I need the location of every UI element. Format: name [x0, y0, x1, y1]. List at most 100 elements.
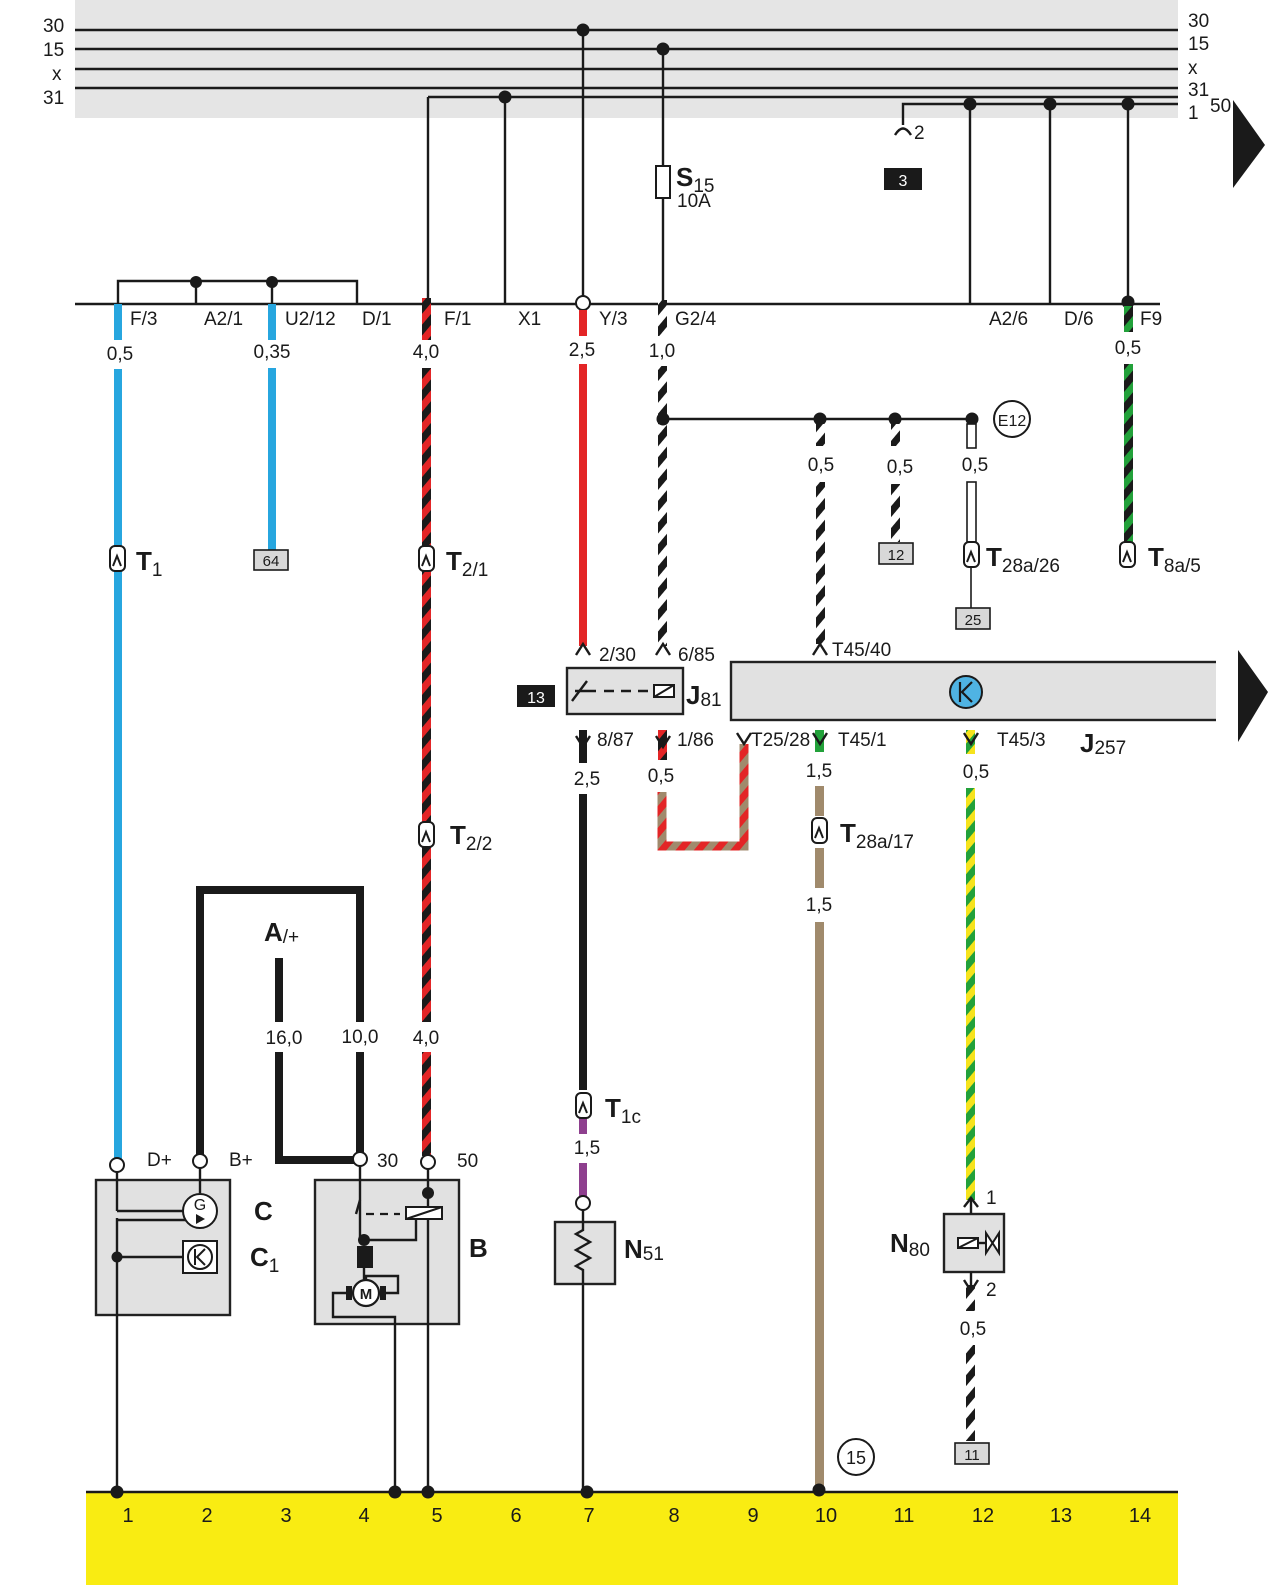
column-3: 3: [280, 1505, 291, 1527]
connector-t28a26: T28a/26: [963, 541, 1060, 577]
bus-label-15: 15: [43, 40, 64, 61]
pin-u212: U2/12: [285, 309, 336, 330]
cu-pin-t4540: T45/40: [832, 640, 891, 661]
bus-label-right-50: 50: [1210, 96, 1231, 117]
size-w7c: 1,5: [574, 1138, 600, 1159]
size-w7b: 2,5: [574, 769, 600, 790]
size-w4b: 10,0: [342, 1027, 379, 1048]
marker-box-13: [517, 685, 555, 707]
starter-b: M: [313, 1151, 461, 1492]
wire-violet-col7: [579, 1163, 587, 1197]
wire-blue-col3: [268, 368, 276, 550]
svg-text:T8a/5: T8a/5: [1148, 542, 1201, 577]
wire-blackwhite-r12: [891, 484, 900, 542]
wire-greenblack-col14: [1124, 364, 1133, 542]
control-unit-j257: J257: [729, 641, 1268, 759]
pin-d1: D/1: [362, 309, 392, 330]
column-13: 13: [1050, 1505, 1072, 1527]
cu-pin-t453: T45/3: [997, 730, 1046, 751]
bus-label-right-31: 31: [1188, 80, 1209, 101]
size-w7a: 2,5: [569, 340, 595, 361]
size-e12a: 0,5: [808, 455, 834, 476]
svg-text:25: 25: [965, 612, 982, 629]
pin-x1: X1: [518, 309, 541, 330]
cu-pin-t2528: T25/28: [751, 730, 810, 751]
size-w5b: 4,0: [413, 1028, 439, 1049]
wire-redbrown-loop: [657, 744, 749, 851]
wire-blackwhite-t4540: [816, 482, 825, 644]
wire-blue-col1: [114, 369, 122, 1159]
svg-text:T2/1: T2/1: [446, 546, 488, 581]
fuse-label: S15: [676, 162, 714, 197]
size-w12b: 0,5: [960, 1319, 986, 1340]
svg-text:15: 15: [846, 1448, 866, 1468]
bus-lines: [75, 28, 1178, 106]
wire-red-col7: [579, 364, 587, 646]
connector-t28a17: T28a/17: [811, 817, 914, 853]
connector-t1: T1: [109, 545, 162, 581]
size-w10a: 1,5: [806, 761, 832, 782]
pin-a21: A2/1: [204, 309, 243, 330]
svg-text:G: G: [194, 1197, 206, 1214]
relay-pin-887: 8/87: [597, 730, 634, 751]
ref-box-11: 11: [954, 1442, 990, 1465]
svg-text:M: M: [360, 1286, 373, 1303]
connector-t8a5: T8a/5: [1119, 541, 1201, 577]
column-2: 2: [201, 1505, 212, 1527]
svg-text:T2/2: T2/2: [450, 820, 492, 855]
connector-t21: T2/1: [418, 545, 488, 581]
wire-redblack-col5: [422, 368, 431, 1022]
ground-columns: 1 2 3 4 5 6 7 8 9 10 11 12 13 14: [122, 1505, 1151, 1527]
wire-brown-col10: [815, 922, 824, 1490]
marker-box-3-label: 3: [899, 173, 908, 190]
marker-e12: E12: [993, 400, 1031, 438]
pin-f3: F/3: [130, 309, 157, 330]
bus-label-30: 30: [43, 16, 64, 37]
column-12: 12: [972, 1505, 994, 1527]
pin-g24: G2/4: [675, 309, 717, 330]
connector-t22: T2/2: [418, 820, 492, 855]
bus-label-right-x: x: [1188, 58, 1198, 79]
starter-pin-30: 30: [377, 1151, 398, 1172]
size-w3a: 0,35: [254, 342, 291, 363]
bus-label-x: x: [52, 64, 62, 85]
alt-pin-dplus: D+: [147, 1150, 172, 1171]
wire-blackwhite-col12: [966, 1345, 975, 1441]
svg-text:64: 64: [263, 553, 280, 570]
terminal-y3-node: [575, 295, 591, 311]
connector-t1c: T1c: [575, 1092, 641, 1128]
ref-box-25: 25: [955, 607, 991, 630]
size-w12a: 0,5: [963, 762, 989, 783]
marker-box-13-label: 13: [527, 690, 545, 707]
size-w8b: 0,5: [648, 766, 674, 787]
size-w14a: 0,5: [1115, 338, 1141, 359]
svg-text:12: 12: [888, 547, 905, 564]
svg-text:11: 11: [964, 1447, 980, 1464]
contact-2-wire: [901, 102, 970, 125]
fuse-s15: [655, 165, 671, 199]
starter-pin-50: 50: [457, 1151, 478, 1172]
valve-pin-1: 1: [986, 1188, 997, 1209]
ref-box-12: 12: [878, 542, 914, 565]
pin-y3: Y/3: [599, 309, 628, 330]
size-w1a: 0,5: [107, 344, 133, 365]
column-4: 4: [358, 1505, 369, 1527]
svg-text:J257: J257: [1080, 728, 1126, 759]
svg-text:E12: E12: [998, 413, 1027, 430]
pin-f9: F9: [1140, 309, 1162, 330]
alt-pin-bplus: B+: [229, 1150, 253, 1171]
cable-bplus: [196, 886, 364, 1160]
svg-text:T1: T1: [136, 546, 162, 581]
valve-label: N80: [890, 1228, 930, 1261]
svg-text:T28a/17: T28a/17: [840, 818, 914, 853]
size-e12c: 0,5: [962, 455, 988, 476]
fuse-rating: 10A: [677, 191, 711, 212]
starter-label: B: [469, 1233, 488, 1263]
svg-text:J81: J81: [686, 680, 722, 711]
contact-2-symbol: [893, 127, 913, 136]
bus-label-right-1: 1: [1188, 103, 1199, 124]
ground-bar: [86, 1492, 1178, 1585]
ref-box-64: 64: [253, 549, 289, 571]
bus-panel: [75, 0, 1178, 118]
heater-n51: [553, 1195, 617, 1286]
